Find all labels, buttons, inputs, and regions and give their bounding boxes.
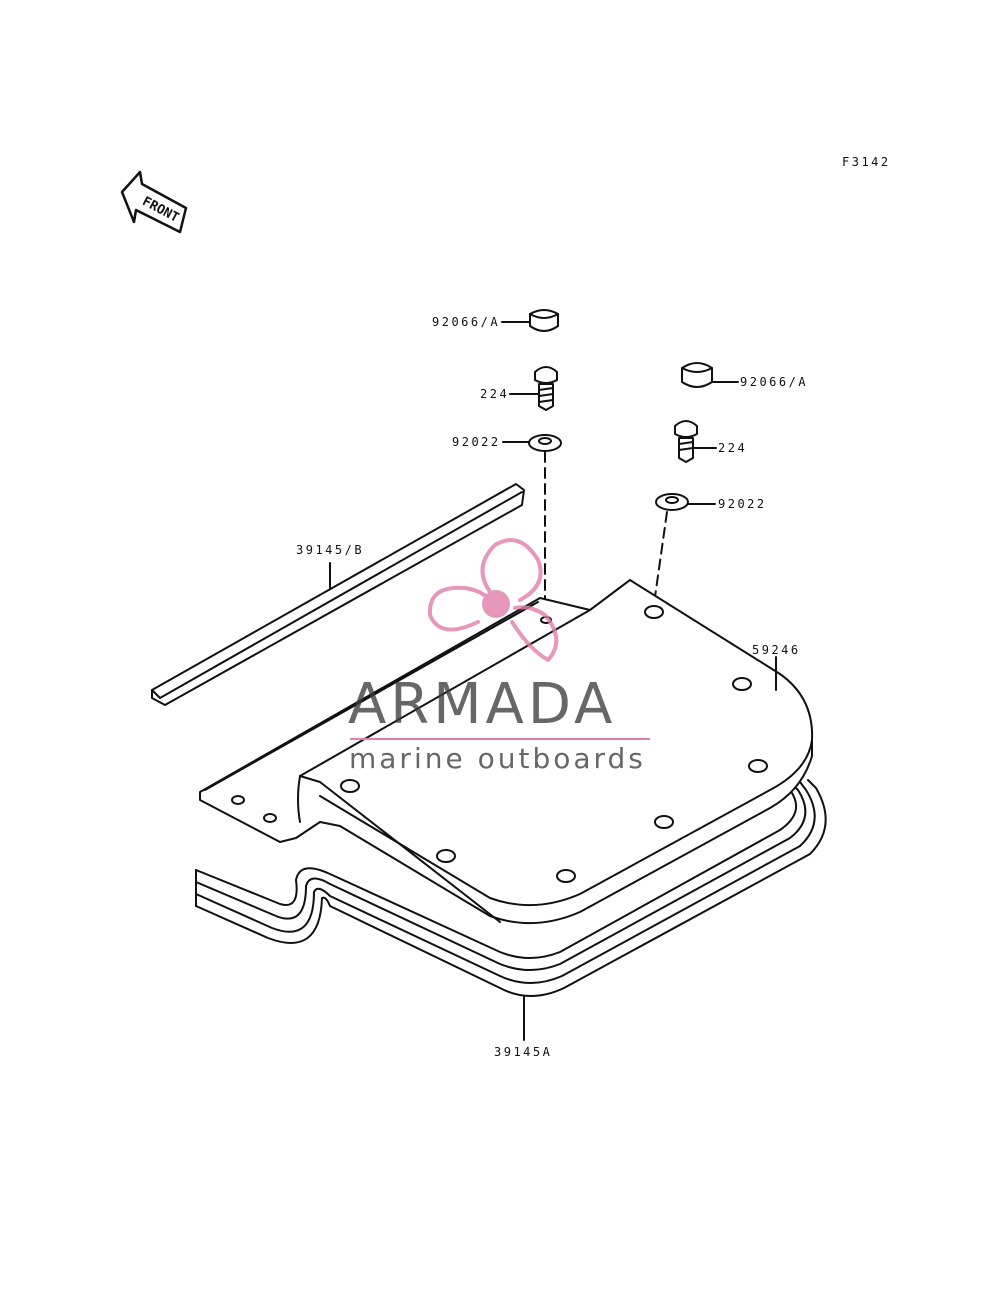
part-label-cap-right: 92066/A (740, 375, 809, 389)
screw-right-icon (674, 420, 717, 463)
part-label-gasket: 39145A (494, 1045, 553, 1059)
figure-code: F3142 (842, 155, 891, 169)
part-label-screw-right: 224 (718, 441, 748, 455)
cap-left-icon (501, 309, 559, 332)
part-label-screw-left: 224 (480, 387, 510, 401)
part-label-washer-right: 92022 (718, 497, 767, 511)
watermark-logo-icon (427, 538, 559, 662)
part-label-mat: 59246 (752, 643, 801, 657)
gasket-part (195, 779, 827, 1041)
washer-left-icon (502, 434, 562, 452)
part-label-washer-left: 92022 (452, 435, 501, 449)
part-label-strip: 39145/B (296, 543, 365, 557)
strip-part (151, 483, 525, 706)
cap-right-icon (681, 362, 739, 388)
mat-part (199, 579, 814, 925)
watermark-divider (350, 738, 650, 740)
watermark-title: ARMADA (348, 672, 617, 737)
part-label-cap-left: 92066/A (432, 315, 501, 329)
front-arrow-icon: FRONT (120, 170, 188, 234)
washer-right-icon (655, 493, 716, 511)
screw-left-icon (509, 366, 558, 411)
watermark-subtitle: marine outboards (349, 742, 646, 775)
